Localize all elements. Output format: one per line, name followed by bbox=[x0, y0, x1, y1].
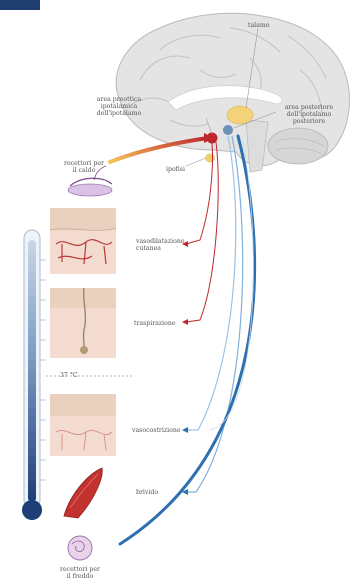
label-area-preottica: area preottica ipotalamica dell'ipotalam… bbox=[84, 96, 154, 117]
label-vasocostrizione: vasocostrizione bbox=[132, 427, 181, 434]
skin-sweating bbox=[50, 288, 116, 358]
cold-receptor-illustration bbox=[68, 536, 92, 560]
arrowheads bbox=[182, 241, 188, 495]
skin-vasodilatation bbox=[50, 208, 116, 274]
label-ipofisi: ipofisi bbox=[166, 166, 185, 173]
label-temperatura: 37 °C bbox=[60, 372, 78, 379]
label-traspirazione: traspirazione bbox=[134, 320, 176, 327]
warm-pathway bbox=[110, 133, 218, 322]
label-recettori-freddo: recettori per il freddo bbox=[50, 566, 110, 580]
label-area-posteriore: area posteriore dell'ipotalamo posterior… bbox=[276, 104, 342, 125]
label-recettori-caldo: recettori per il caldo bbox=[54, 160, 114, 174]
label-vasodilatazione: vasodilatazione cutanea bbox=[136, 238, 184, 252]
cold-pathway bbox=[120, 136, 255, 544]
posterior-hypothalamus-dot bbox=[223, 125, 233, 135]
label-brivido: brivido bbox=[136, 489, 158, 496]
thermometer bbox=[22, 230, 46, 520]
label-talamo: talamo bbox=[248, 22, 269, 29]
muscle-illustration bbox=[64, 468, 102, 518]
skin-vasoconstriction bbox=[50, 394, 116, 456]
